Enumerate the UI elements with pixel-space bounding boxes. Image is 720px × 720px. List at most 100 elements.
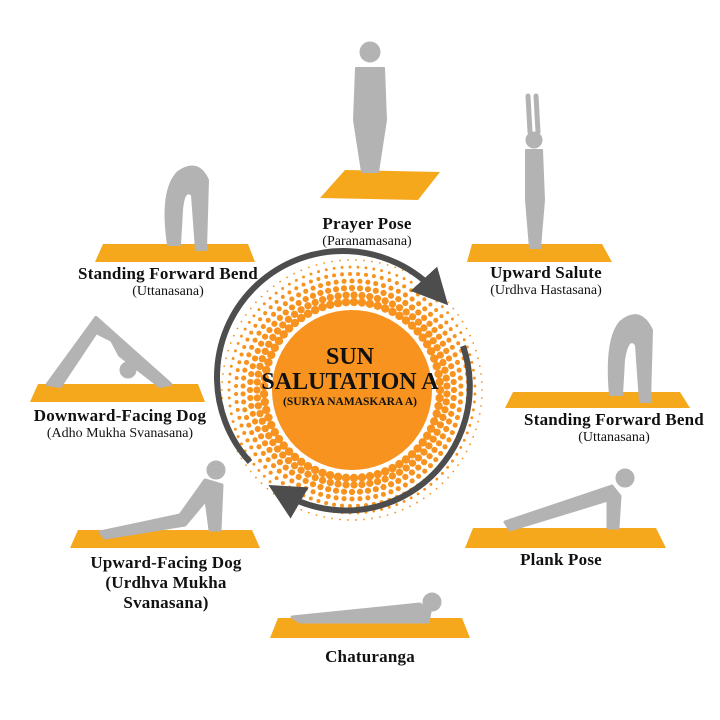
halftone-dot — [289, 478, 295, 484]
halftone-dot — [308, 496, 313, 501]
halftone-dot — [295, 299, 302, 307]
halftone-dot — [468, 353, 472, 357]
halftone-dot — [442, 330, 448, 336]
halftone-dot — [422, 306, 428, 312]
halftone-dot — [264, 413, 273, 422]
halftone-dot — [240, 391, 246, 397]
halftone-dot — [449, 430, 455, 436]
halftone-dot — [448, 363, 455, 370]
halftone-dot — [364, 487, 372, 494]
halftone-dot — [373, 301, 382, 311]
halftone-dot — [439, 358, 447, 367]
halftone-dot — [364, 266, 368, 270]
halftone-dot — [287, 282, 291, 286]
halftone-dot — [409, 505, 411, 508]
pose-label-upward-dog: Upward-Facing Dog (Urdhva Mukha Svanasan… — [90, 553, 241, 613]
halftone-dot — [465, 431, 469, 435]
halftone-dot — [265, 340, 273, 348]
halftone-dot — [439, 314, 444, 319]
halftone-dot — [258, 417, 266, 425]
pose-sanskrit-line-1: (Urdhva Mukha — [105, 573, 227, 592]
halftone-dot — [402, 277, 406, 281]
halftone-dot — [413, 327, 422, 336]
halftone-dot — [253, 378, 261, 386]
halftone-dot — [408, 459, 417, 467]
halftone-dot — [387, 505, 391, 509]
halftone-dot — [270, 311, 277, 317]
pose-name: Chaturanga — [325, 647, 415, 666]
halftone-dot — [318, 283, 324, 289]
halftone-dot — [442, 444, 448, 450]
halftone-dot — [296, 482, 302, 488]
halftone-dot — [331, 517, 333, 520]
halftone-dot — [441, 482, 444, 485]
mat-plank — [465, 528, 666, 548]
halftone-dot — [402, 499, 406, 503]
halftone-dot — [422, 431, 432, 440]
halftone-dot — [425, 330, 433, 338]
halftone-dot — [450, 386, 458, 394]
halftone-dot — [474, 349, 477, 352]
center-sun-circle — [272, 310, 432, 470]
halftone-dot — [270, 463, 277, 469]
halftone-dot — [480, 373, 482, 375]
halftone-dot — [340, 503, 345, 508]
halftone-dot — [262, 365, 271, 375]
halftone-dot — [272, 492, 275, 495]
halftone-dot — [347, 519, 349, 521]
halftone-dot — [348, 284, 356, 292]
mat-upward-dog — [70, 530, 260, 548]
halftone-dot — [332, 286, 340, 293]
halftone-dot — [388, 463, 397, 473]
halftone-dot — [341, 496, 347, 502]
figure-prayer-pose — [353, 41, 387, 173]
halftone-dot — [259, 381, 269, 391]
halftone-dot — [443, 390, 451, 398]
halftone-dot — [420, 324, 428, 332]
halftone-dot — [470, 416, 474, 420]
halftone-dot — [440, 305, 444, 309]
halftone-dot — [450, 394, 457, 402]
halftone-dot — [260, 397, 270, 407]
halftone-dot — [234, 376, 239, 381]
pose-name: Standing Forward Bend — [524, 410, 704, 429]
halftone-dot — [248, 370, 255, 378]
halftone-dot — [281, 490, 285, 494]
halftone-dot — [373, 294, 382, 303]
halftone-dot — [426, 347, 436, 356]
halftone-dot — [310, 465, 320, 475]
halftone-dot — [472, 376, 476, 380]
halftone-dot — [332, 273, 337, 278]
halftone-dot — [450, 317, 454, 321]
halftone-dot — [471, 368, 475, 372]
halftone-dot — [325, 300, 335, 309]
halftone-dot — [445, 355, 453, 362]
halftone-dot — [402, 292, 408, 298]
halftone-dot — [239, 442, 243, 446]
halftone-dot — [402, 473, 409, 481]
halftone-dot — [421, 314, 428, 321]
halftone-dot — [263, 464, 268, 469]
halftone-dot — [340, 285, 348, 292]
halftone-dot — [229, 364, 233, 368]
halftone-dot — [261, 424, 269, 433]
halftone-dot — [301, 282, 306, 287]
halftone-dot — [234, 392, 239, 397]
pose-sanskrit: (Paranamasana) — [322, 234, 412, 249]
halftone-dot — [297, 457, 306, 467]
halftone-dot — [480, 405, 482, 407]
halftone-dot — [282, 301, 288, 307]
halftone-dot — [438, 324, 444, 330]
halftone-dot — [256, 362, 264, 371]
halftone-dot — [227, 380, 231, 384]
halftone-dot — [478, 365, 481, 368]
halftone-dot — [422, 468, 428, 474]
halftone-dot — [441, 295, 444, 298]
halftone-dot — [286, 501, 288, 504]
halftone-dot — [428, 302, 433, 307]
halftone-dot — [239, 352, 244, 357]
figure-upward-salute — [525, 93, 545, 249]
halftone-dot — [446, 311, 450, 315]
halftone-dot — [349, 297, 359, 307]
halftone-dot — [279, 441, 288, 450]
